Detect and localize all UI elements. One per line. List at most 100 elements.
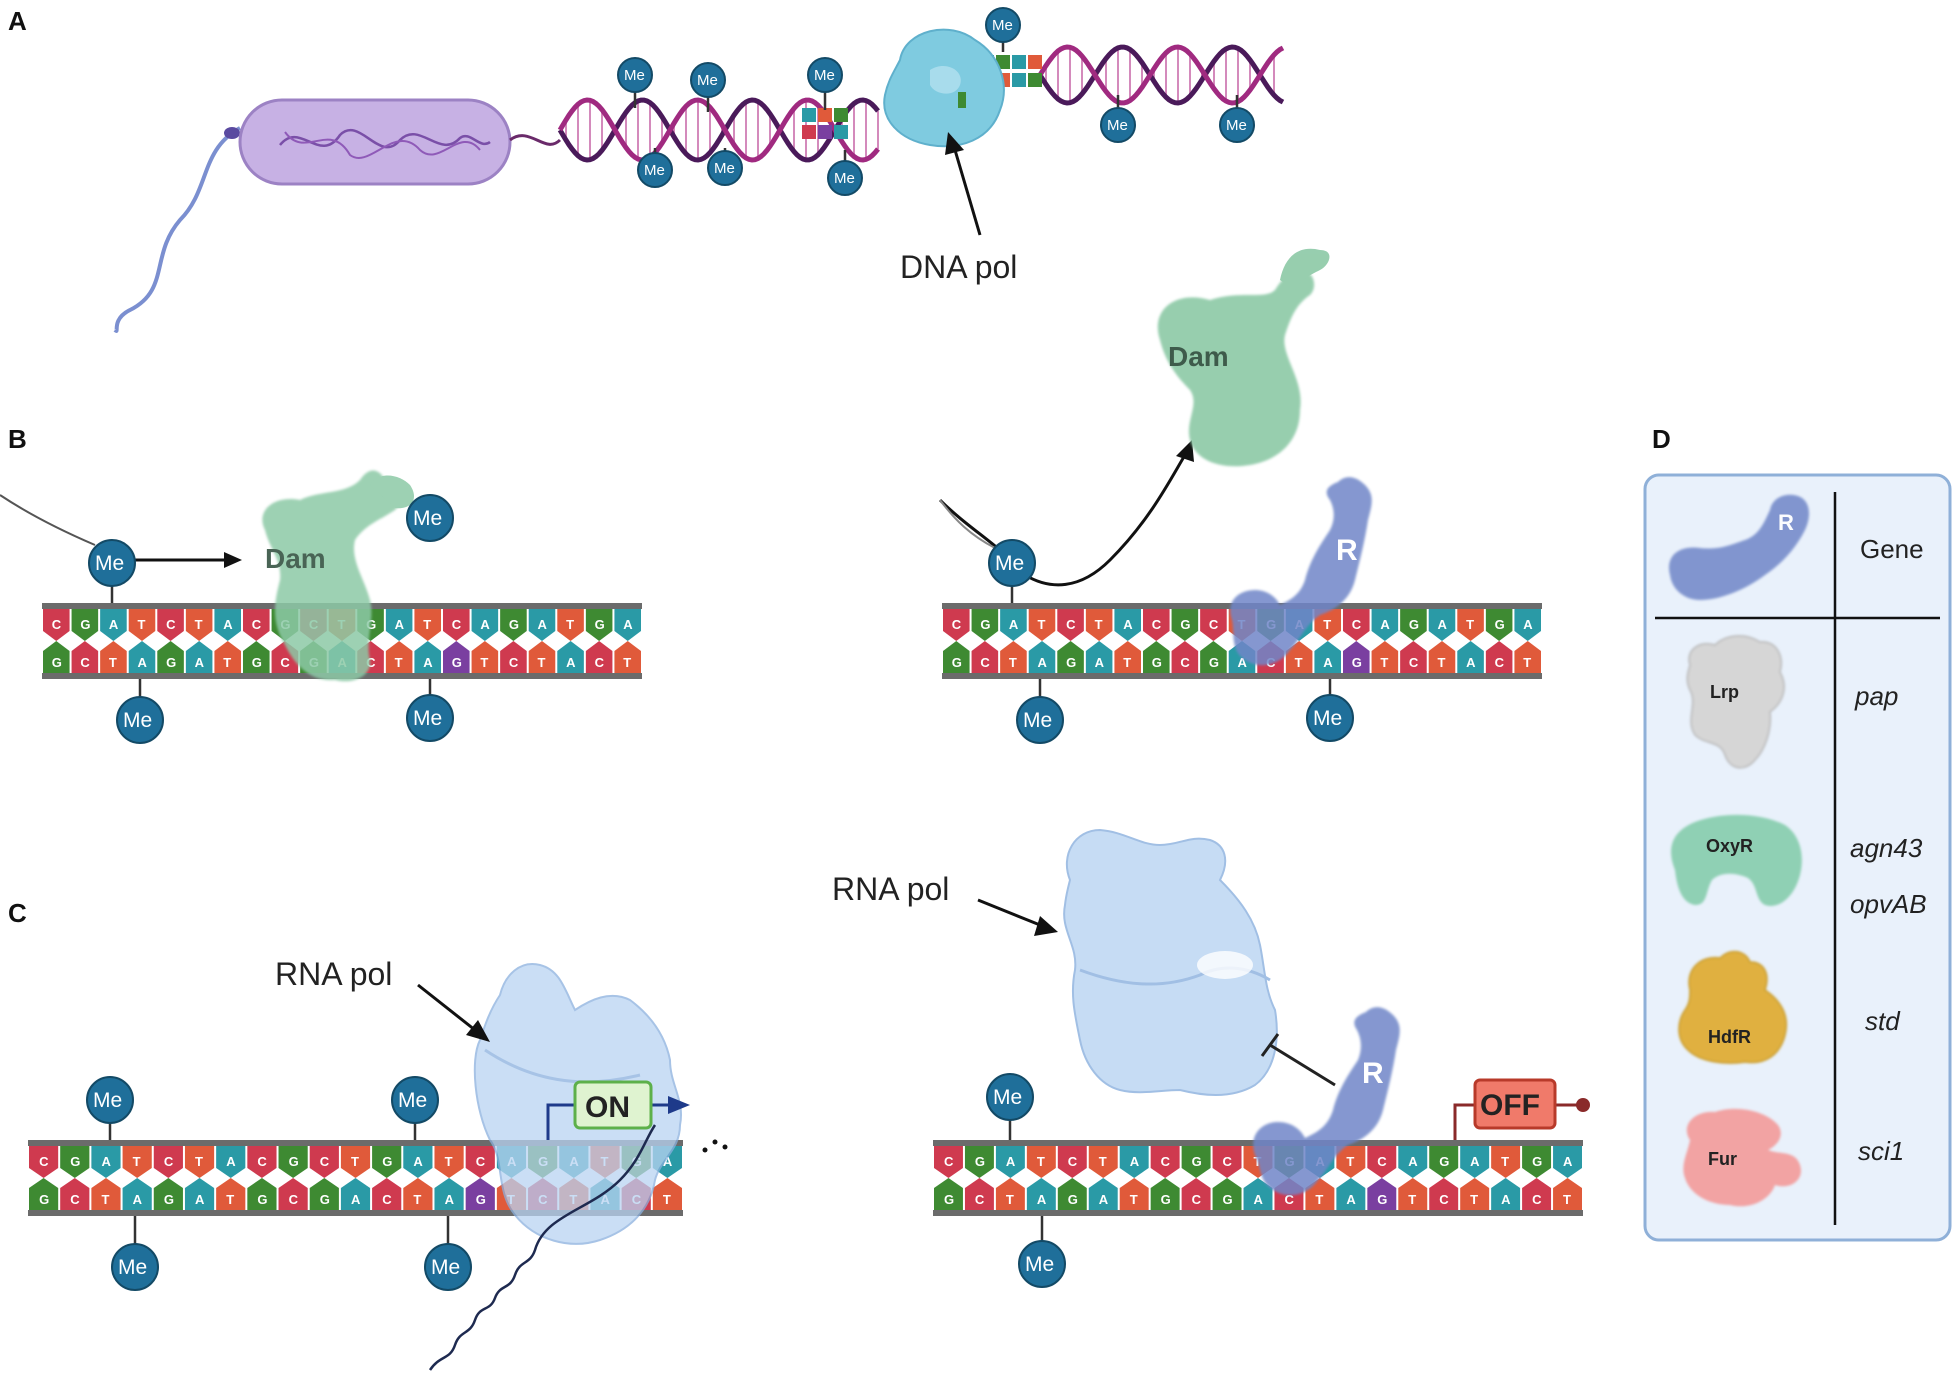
base-letter: A [195,1192,205,1207]
base-letter: G [952,655,962,670]
methyl-group-icon [86,1076,134,1124]
base-letter: C [1180,655,1190,670]
on-switch-box [573,1080,653,1130]
base-letter: G [1152,655,1162,670]
base-top [122,1146,152,1178]
base-letter: A [1523,617,1533,632]
dna-pol-label: DNA pol [900,249,1017,285]
inhibition-line [1269,1043,1336,1087]
rna-pol-right-arrow [977,898,1041,927]
legend-row-hdfr: HdfR std [1678,950,1901,1064]
methyl-group-icon [406,694,454,742]
base-letter: A [1254,1192,1264,1207]
base-top [1314,609,1341,641]
repressor-c: R [1253,1007,1400,1196]
base-top [1400,609,1427,641]
methyl-label: Me [1025,1253,1054,1276]
fur-label: Fur [1708,1149,1737,1169]
legend-gene-header: Gene [1860,534,1924,564]
base-top [153,1146,183,1178]
base-letter: G [1532,1154,1542,1169]
base-bottom [1181,1178,1211,1210]
base-letter: G [1439,1154,1449,1169]
base-letter: T [1099,1154,1107,1169]
base-letter: A [226,1154,236,1169]
base-top [1371,609,1399,641]
methyl-group-icon [406,494,454,542]
base-top [1460,1146,1490,1178]
base-top [91,1146,121,1178]
base-letter: G [39,1192,49,1207]
methyl-group-icon [807,57,843,93]
base-letter: A [133,1192,143,1207]
base-letter: C [1409,655,1419,670]
base-bottom [403,1178,433,1210]
legend-repressor-label: R [1778,510,1794,535]
repressor-c-shape [1253,1007,1400,1196]
fork-base [1028,73,1042,87]
base-letter: C [257,1154,267,1169]
base-bottom [1119,1178,1149,1210]
base-letter: C [1284,1192,1294,1207]
base-bottom [465,1178,495,1210]
base-letter: T [1408,1192,1416,1207]
base-bottom [1212,1178,1242,1210]
base-letter: C [1066,617,1076,632]
base-letter: C [166,617,176,632]
base-letter: G [382,1154,392,1169]
dna-pol-cleft [930,65,961,94]
base-letter: T [1130,1192,1138,1207]
base-bottom [43,641,70,673]
rna-polymerase-right [1063,828,1278,1096]
base-top [340,1146,371,1178]
base-letter: A [445,1192,455,1207]
base-top [309,1146,339,1178]
base-letter: T [351,1154,359,1169]
base-letter: A [423,655,433,670]
base-letter: A [109,617,119,632]
base-letter: C [952,617,962,632]
base-bottom [340,1178,371,1210]
methyl-label: Me [398,1089,427,1112]
base-letter: A [1323,655,1333,670]
base-letter: C [595,655,605,670]
base-bottom [964,1178,994,1210]
base-bottom [29,1178,59,1210]
base-letter: G [1192,1154,1202,1169]
base-bottom [971,641,999,673]
sam-curve-left [0,494,96,546]
dam-label-right: Dam [1168,341,1229,372]
base-letter: A [223,617,233,632]
base-top [500,609,527,641]
base-bottom [1457,641,1484,673]
base-bottom [557,641,584,673]
methyl-group-icon [424,1243,472,1291]
base-bottom [934,1178,963,1210]
gene-pap: pap [1854,681,1898,711]
base-letter: T [1346,1154,1354,1169]
base-letter: T [623,655,631,670]
methyl-group-icon [1018,1240,1066,1288]
methyl-group-icon [1219,107,1255,143]
methyl-label: Me [1023,709,1052,732]
fork-base [818,108,832,122]
base-top [157,609,184,641]
base-top [1171,609,1199,641]
base-bottom [122,1178,152,1210]
dam-free-shape [1157,272,1315,467]
base-letter: C [1152,617,1162,632]
panel-d-legend: R Gene Lrp pap OxyR agn43 opvAB HdfR std… [1643,473,1952,1242]
base-letter: G [1352,655,1362,670]
on-promoter-line [546,1103,575,1140]
methyl-label: Me [644,162,665,179]
base-bottom [1428,641,1456,673]
dam-release-arrow [938,454,1187,587]
base-top [1485,609,1513,641]
transcription-dot [712,1139,718,1145]
dna-backbone-bottom [942,673,1542,679]
base-letter: G [1066,655,1076,670]
methyl-group-icon [707,150,743,186]
base-top [1088,1146,1118,1178]
rna-pol-label-left: RNA pol [275,956,392,992]
